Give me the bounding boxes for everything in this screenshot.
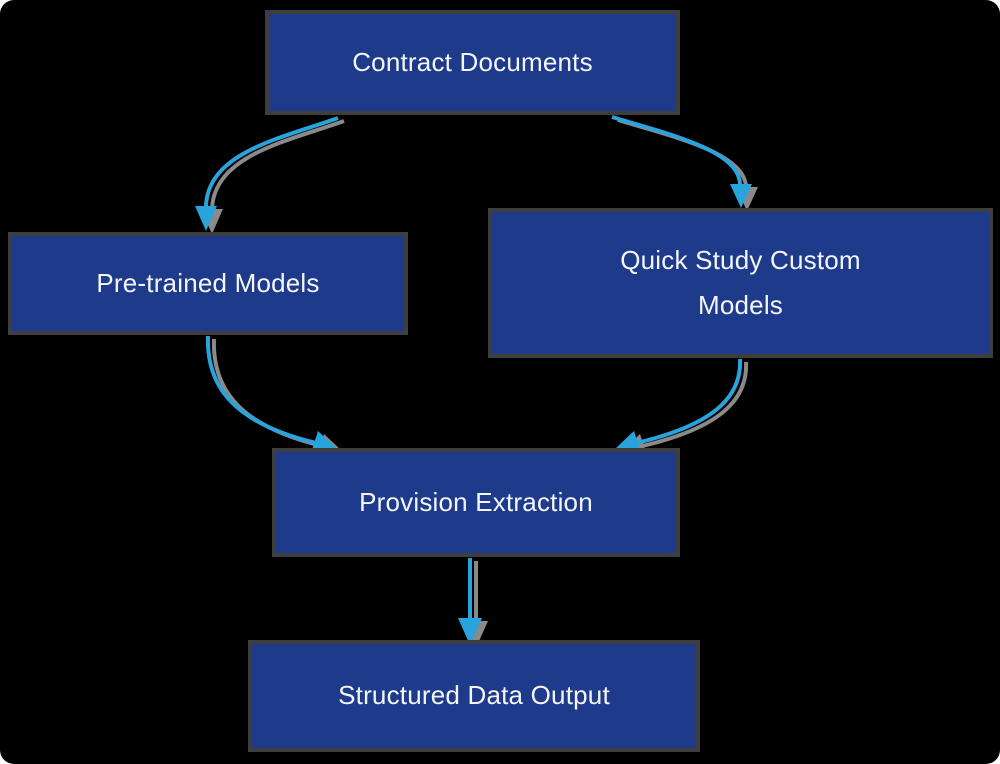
node-label: Pre-trained Models — [96, 267, 320, 298]
arrow-pretrained-to-provision — [205, 335, 336, 450]
node-contract-documents: Contract Documents — [265, 10, 680, 115]
node-quick-study-custom-models: Quick Study Custom Models — [488, 208, 993, 358]
arrow-contract-to-quickstudy — [611, 115, 752, 208]
node-structured-data-output: Structured Data Output — [248, 640, 700, 752]
arrowhead-icon — [195, 206, 217, 231]
node-label: Structured Data Output — [338, 680, 610, 711]
node-label: Contract Documents — [352, 46, 593, 77]
node-pre-trained-models: Pre-trained Models — [8, 232, 408, 335]
arrowhead-icon — [730, 184, 752, 208]
node-label: Quick Study Custom Models — [620, 244, 861, 321]
node-provision-extraction: Provision Extraction — [272, 448, 680, 557]
edge-shadows — [201, 118, 758, 648]
edge-arrows — [195, 115, 752, 645]
arrow-quickstudy-to-provision — [616, 358, 743, 450]
arrow-contract-to-pretrained — [195, 116, 339, 231]
arrow-provision-to-structured — [458, 558, 482, 645]
node-label: Provision Extraction — [359, 486, 593, 517]
